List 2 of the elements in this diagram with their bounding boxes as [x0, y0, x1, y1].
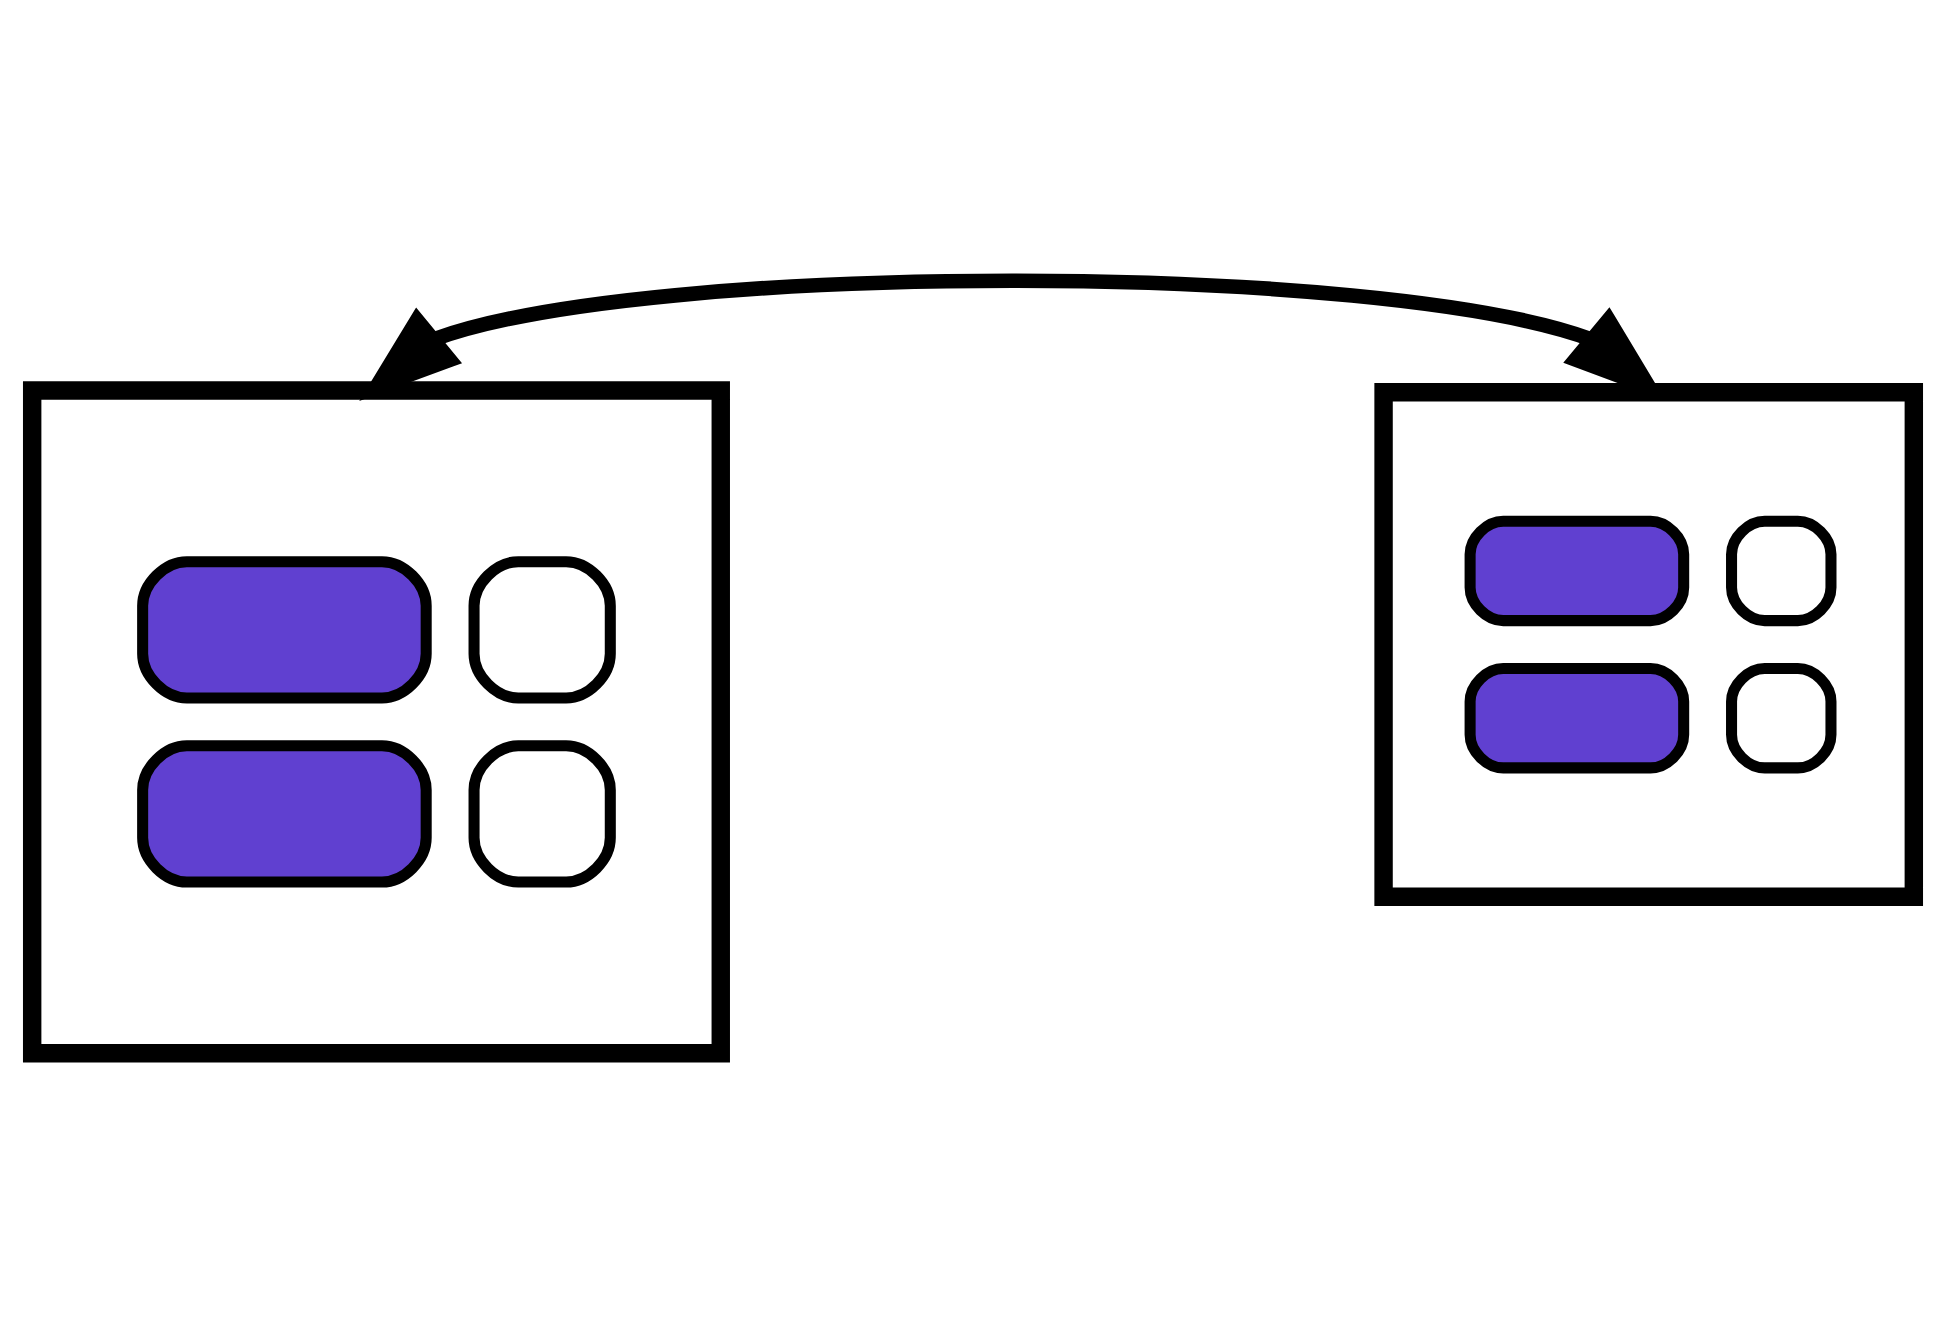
node-picture [22, 381, 730, 1063]
node-picture [1374, 383, 1924, 906]
